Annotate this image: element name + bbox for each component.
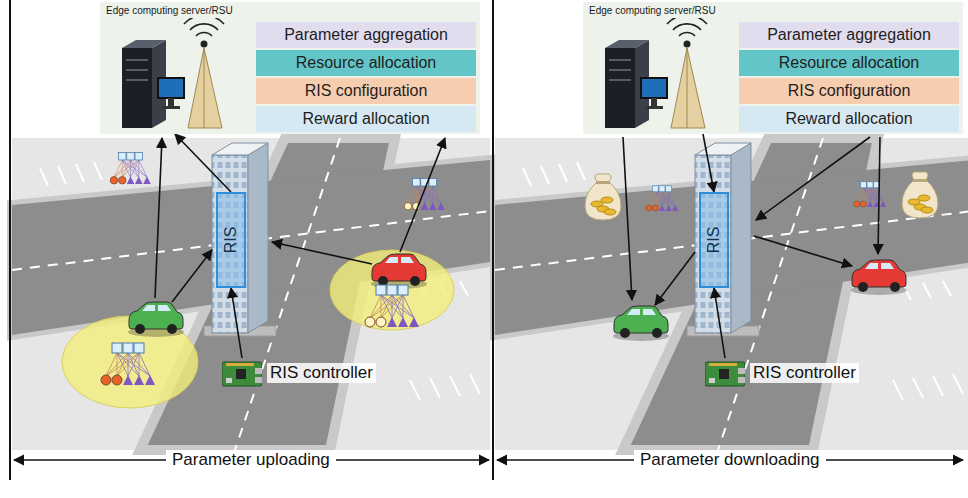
signal-arrow [714, 288, 725, 358]
ris-surface: RIS [699, 192, 729, 288]
controller-board [222, 358, 262, 388]
function-band: Reward allocation [739, 106, 959, 132]
function-band: RIS configuration [256, 78, 476, 104]
local-model [101, 343, 155, 385]
green-car [128, 302, 184, 337]
ris-controller: RIS controller [222, 358, 376, 388]
phase-label: Parameter downloading [634, 450, 826, 470]
red-car [851, 260, 907, 295]
green-car [613, 306, 669, 341]
band-text: Parameter aggregation [767, 26, 931, 44]
server-icon [104, 18, 254, 133]
band-text: Reward allocation [785, 110, 912, 128]
band-text: RIS configuration [788, 82, 911, 100]
band-text: Resource allocation [779, 54, 920, 72]
global-model [854, 182, 886, 207]
signal-arrow [703, 134, 714, 192]
signal-arrow [231, 288, 242, 358]
edge-server-panel: Edge computing server/RSU Parameter aggre… [100, 2, 480, 134]
node-label: RIS controller [267, 363, 376, 383]
edge-server-panel: Edge computing server/RSU Parameter aggre… [583, 2, 963, 134]
function-band: Parameter aggregation [256, 22, 476, 48]
reward-bag [902, 172, 938, 218]
signal-arrow [175, 134, 231, 192]
server-title: Edge computing server/RSU [106, 5, 233, 16]
download-illustration [585, 137, 938, 341]
server-icon [587, 18, 737, 133]
function-band: Resource allocation [256, 50, 476, 76]
model-upload [404, 179, 445, 211]
local-model [365, 285, 419, 327]
frame [10, 0, 493, 480]
phase-label: Parameter uploading [166, 450, 336, 470]
node-label: RIS [222, 227, 240, 254]
red-car [371, 254, 427, 289]
ris-surface: RIS [216, 192, 246, 288]
function-band: RIS configuration [739, 78, 959, 104]
band-text: RIS configuration [305, 82, 428, 100]
global-model [646, 186, 678, 211]
street-left [12, 138, 490, 450]
reward-bag [585, 174, 621, 220]
band-text: Resource allocation [296, 54, 437, 72]
controller-board [705, 358, 745, 388]
band-text: Reward allocation [302, 110, 429, 128]
function-band: Reward allocation [256, 106, 476, 132]
server-title: Edge computing server/RSU [589, 5, 716, 16]
ris-controller: RIS controller [705, 358, 859, 388]
node-label: RIS [705, 227, 723, 254]
street-right [495, 138, 968, 450]
model-upload [110, 153, 151, 185]
function-band: Resource allocation [739, 50, 959, 76]
upload-illustration [62, 138, 454, 408]
function-band: Parameter aggregation [739, 22, 959, 48]
band-text: Parameter aggregation [284, 26, 448, 44]
node-label: RIS controller [750, 363, 859, 383]
